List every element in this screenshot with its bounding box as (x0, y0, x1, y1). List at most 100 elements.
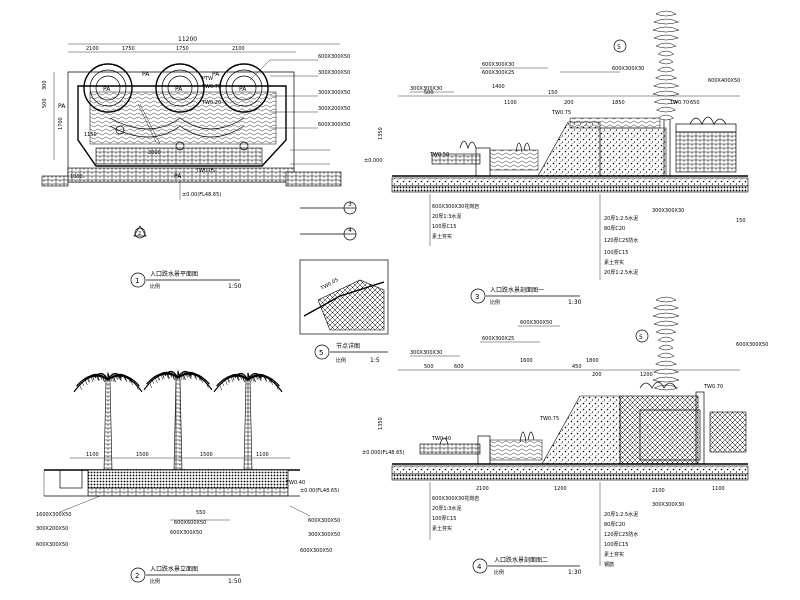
svg-text:比例: 比例 (490, 299, 500, 306)
s1-dim-5: 200 (564, 100, 574, 106)
planter-circle-1 (83, 63, 133, 113)
plan-note-3: 300X300X50 (318, 90, 350, 96)
s2-dim-5: 200 (592, 372, 602, 378)
s2-bdim-3: 2100 (652, 488, 665, 494)
s1-layer-l1: 600X300X30花岗岩 (432, 203, 479, 210)
elev-dim-1: 1100 (86, 452, 99, 458)
s2-layer-r3: 80厚C20 (604, 522, 625, 528)
svg-text:比例: 比例 (150, 578, 160, 585)
s1-view-number: 3 (475, 293, 479, 301)
pa-label-1: PA (103, 86, 111, 93)
s1-dim-3: 1100 (504, 100, 517, 106)
s2-dim-1: 500 (424, 364, 434, 370)
plan-dim-2: 1750 (122, 46, 135, 52)
plan-note-4: 300X200X50 (318, 106, 350, 112)
s1-dim-6: 1850 (612, 100, 625, 106)
s2-dim-4: 450 (572, 364, 582, 370)
s2-side-dim: 1350 (378, 417, 384, 430)
s2-layer-l3: 100厚C15 (432, 516, 456, 522)
pa-label-6: PA (58, 103, 66, 110)
planter-circle-2 (155, 63, 205, 113)
elev-dim-3: 1500 (200, 452, 213, 458)
s2-layer-r4: 120厚C25防水 (604, 531, 638, 538)
plan-note-5: 600X300X50 (318, 122, 350, 128)
node-detail-view: TW0.05 5 节点详图 比例 1:5 (299, 259, 389, 364)
s1-bottom-right: 150 (736, 218, 746, 224)
palm-tree-2 (143, 370, 213, 471)
s2-dim-6: 1800 (586, 358, 599, 364)
plan-elevation: ±0.00(FL48.65) (182, 192, 221, 198)
elev-note-r1: 600X300X50 (308, 518, 340, 524)
planter-circle-3 (219, 63, 269, 113)
section-marker-3: 3 (300, 201, 357, 215)
plan-view-number: 1 (135, 277, 139, 285)
plan-dim-3: 1750 (176, 46, 189, 52)
pa-label-5: PA (212, 71, 220, 78)
elev-note-m2: 600X300X50 (170, 530, 202, 536)
s2-note-1: 600X300X50 (520, 320, 552, 326)
s1-dim-7: 650 (690, 100, 700, 106)
s1-note-3: 300X300X30 (410, 86, 442, 92)
plan-leaders: 600X300X50 300X300X50 300X300X50 300X200… (249, 54, 350, 165)
s1-view-title: 入口跌水景剖面图一 (490, 286, 544, 294)
s1-callout: 5 (617, 44, 621, 51)
svg-text:4: 4 (348, 227, 352, 234)
s2-dim-3: 1600 (520, 358, 533, 364)
svg-text:比例: 比例 (494, 569, 504, 576)
plan-left-dim-3: 1700 (58, 117, 64, 130)
elev-note-r2: 300X300X50 (308, 532, 340, 538)
section-one-view: 500 1400 1100 150 200 1850 650 TW0.75 TW… (364, 10, 749, 306)
plan-note-2: 300X300X50 (318, 70, 350, 76)
elev-dim-2: 1500 (136, 452, 149, 458)
svg-text:比例: 比例 (336, 357, 346, 364)
s2-elev: ±0.000(FL48.65) (362, 450, 404, 456)
s2-note-3: 300X300X30 (410, 350, 442, 356)
elev-view-number: 2 (135, 572, 139, 580)
detail-view-number: 5 (319, 349, 323, 357)
s1-layer-l2: 20厚1:3水泥 (432, 213, 461, 220)
s2-tw-3: TW0.70 (703, 384, 723, 390)
section-one-title-block: 3 入口跌水景剖面图一 比例 1:30 (470, 286, 582, 306)
tw2-label-plan: TW0.20 (201, 100, 221, 106)
detail-label: TW0.05 (319, 277, 339, 292)
svg-text:2: 2 (138, 231, 141, 237)
s2-tw-1: TW0.40 (431, 436, 451, 442)
elev-note-r3: 600X300X50 (300, 548, 332, 554)
s2-layer-r2: 20厚1:2.5水泥 (604, 511, 638, 518)
s1-layer-r4: 120厚C25防水 (604, 237, 638, 244)
s2-view-scale: 1:30 (568, 569, 582, 576)
plan-overall-dim: 11200 (178, 36, 197, 43)
s2-layer-r7: 钢筋 (604, 561, 614, 568)
plan-bottom-dim: 1000 (70, 174, 83, 180)
plan-view-scale: 1:50 (228, 283, 242, 290)
s1-note-4: 600X300X30 (612, 66, 644, 72)
s1-layer-r3: 80厚C20 (604, 226, 625, 232)
s1-tw-2: TW0.70 (669, 100, 689, 106)
s2-callout: 5 (639, 334, 643, 341)
s1-layer-r2: 20厚1:2.5水泥 (604, 215, 638, 222)
s1-dim-1: 500 (424, 90, 434, 96)
palm-tree-1 (73, 372, 143, 471)
s2-dim-2: 600 (454, 364, 464, 370)
s2-right-top: 600X300X50 (736, 342, 768, 348)
plan-left-dim-1: 300 (42, 80, 48, 90)
section-marker-4: 4 (300, 227, 357, 241)
s1-note-1: 600X300X30 (482, 62, 514, 68)
s2-bdim-2: 1200 (554, 486, 567, 492)
elev-view-scale: 1:50 (228, 578, 242, 585)
pa-label-4: PA (142, 71, 150, 78)
s1-side-dim: 1350 (378, 127, 384, 140)
plan-mid-dim-2: 3000 (148, 150, 161, 156)
section-marker-2: 2 (133, 225, 147, 239)
plan-mid-dim: 1150 (84, 132, 97, 138)
s1-dim-4: 150 (548, 90, 558, 96)
plan-left-dim-2: 500 (42, 98, 48, 108)
ptw-label: PTW (202, 76, 213, 82)
palm-section-1 (652, 10, 680, 121)
s1-layer-r1: 300X300X30 (652, 208, 684, 214)
s2-view-title: 入口跌水景剖面图二 (494, 556, 548, 564)
s1-layer-r7: 20厚1:2.5水泥 (604, 269, 638, 276)
svg-text:比例: 比例 (150, 283, 160, 290)
plan-note-1: 600X300X50 (318, 54, 350, 60)
